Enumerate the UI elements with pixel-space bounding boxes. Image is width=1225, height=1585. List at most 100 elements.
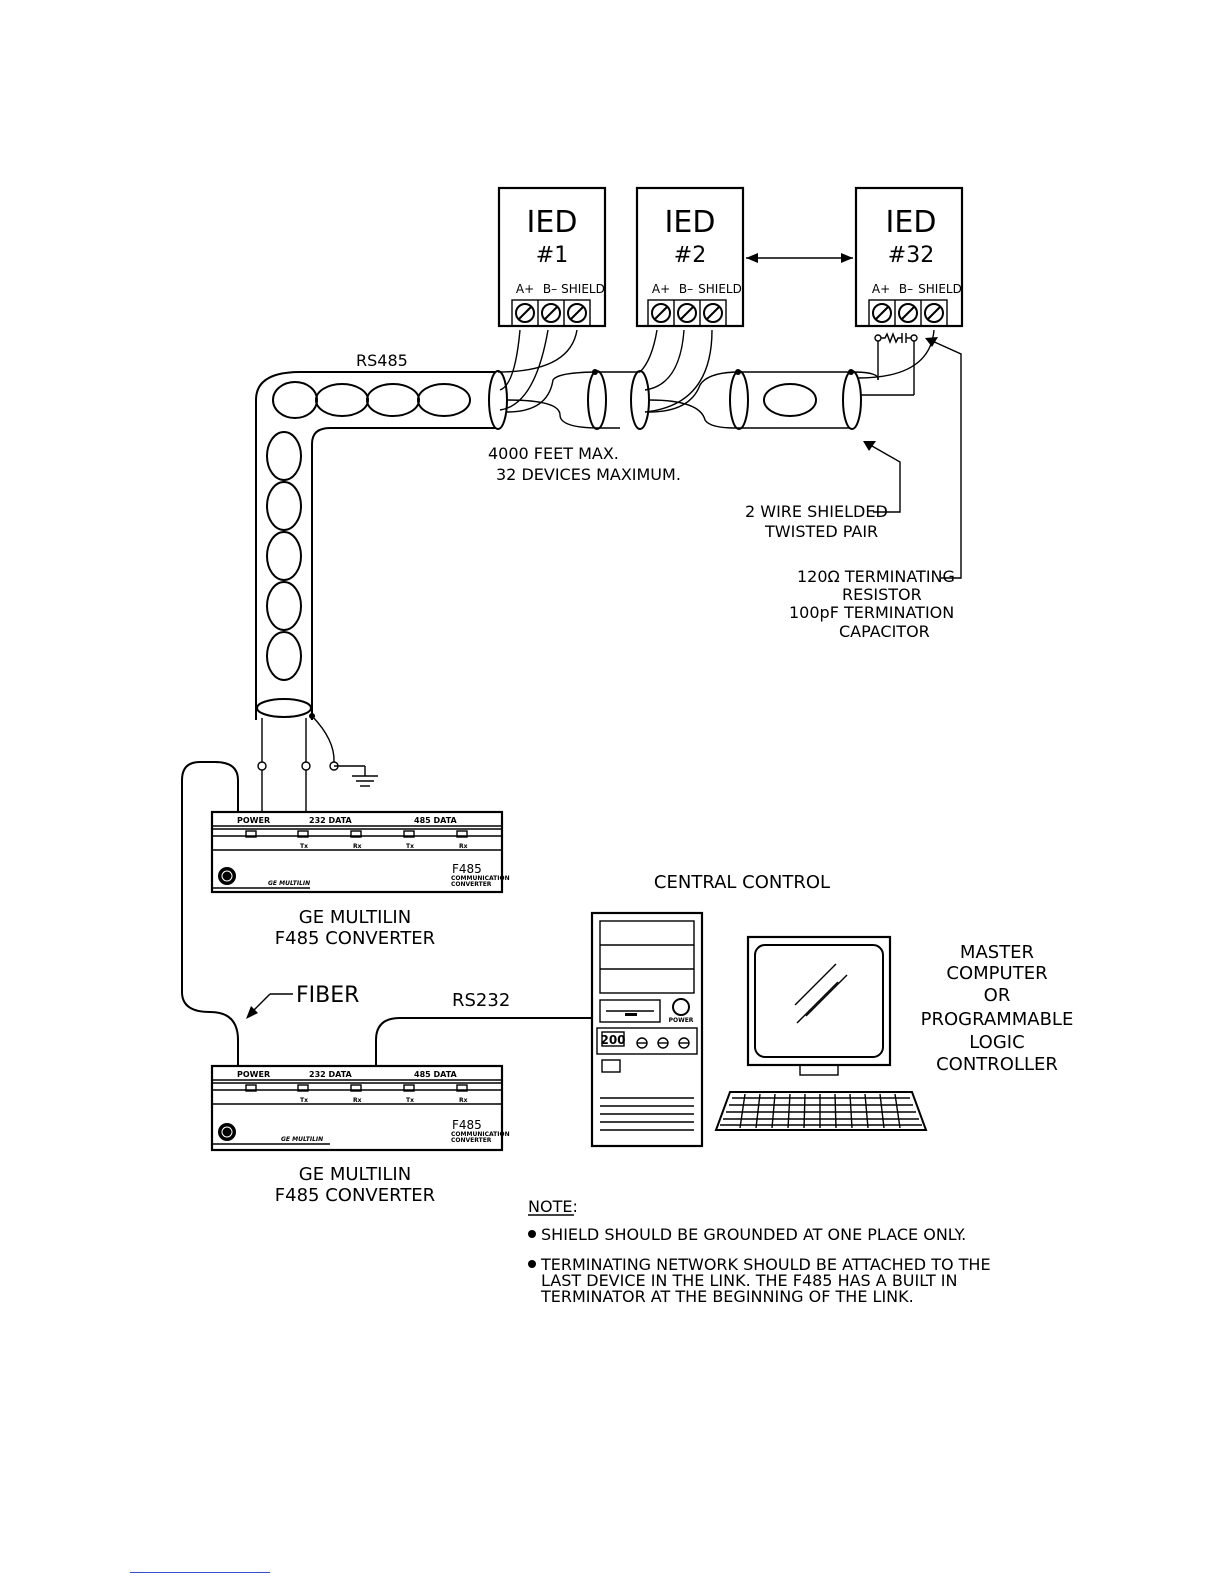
keyboard-icon: [714, 1091, 928, 1131]
converter-1-name-line1: GE MULTILIN: [299, 907, 411, 928]
ied-32: IED #32 A+ B– SHIELD: [854, 186, 964, 328]
footer-link-underline[interactable]: [130, 1572, 270, 1573]
ied-32-housing: [854, 186, 964, 328]
tower-drive-bays: [599, 920, 695, 994]
fiber-callout: [246, 993, 293, 1019]
converter-1-model-sub2: CONVERTER: [451, 881, 492, 888]
converter-2-model: F485: [452, 1118, 482, 1132]
ground-icon: [334, 765, 378, 787]
converter-1-power-led: [245, 830, 257, 838]
converter-1-model-sub1: COMMUNICATION: [451, 875, 510, 882]
converter-2-power-led: [245, 1084, 257, 1092]
ied-2: IED #2 A+ B– SHIELD: [635, 186, 745, 328]
converter-2-485-rx-label: Rx: [459, 1097, 468, 1104]
converter-2-232-rx-label: Rx: [353, 1097, 362, 1104]
ied-1-title: IED: [527, 205, 578, 240]
converter-1-232-tx-label: Tx: [300, 843, 308, 850]
termination-callout: [925, 337, 962, 579]
computer-monitor: [746, 935, 892, 1076]
converter-1-232-rx-label: Rx: [353, 843, 362, 850]
continuation-arrow: [746, 253, 853, 263]
converter-1-232-label: 232 DATA: [309, 816, 353, 825]
converter-2-brand: GE MULTILIN: [281, 1136, 323, 1143]
ied-32-title: IED: [886, 205, 937, 240]
note-bullet-2-line2: LAST DEVICE IN THE LINK. THE F485 HAS A …: [541, 1271, 957, 1290]
converter-2-485-tx-led: [403, 1084, 415, 1092]
f485-converter-1: POWER 232 DATA 485 DATA Tx Rx Tx Rx GE M…: [210, 810, 510, 894]
ied-2-terminal-b: B–: [679, 282, 693, 296]
master-label-line5: LOGIC: [969, 1032, 1024, 1053]
fiber-cable: [181, 761, 239, 1066]
converter-1-ge-logo-icon: [218, 867, 236, 885]
note-bullet-2-line3: TERMINATOR AT THE BEGINNING OF THE LINK.: [540, 1287, 914, 1306]
ied-2-terminal-a: A+: [652, 282, 670, 296]
termination-label-line3: 100pF TERMINATION: [789, 603, 954, 622]
converter-2-model-sub1: COMMUNICATION: [451, 1131, 510, 1138]
rs232-label: RS232: [452, 990, 510, 1011]
ied-2-screw-icons: [651, 303, 723, 323]
termination-label-line4: CAPACITOR: [839, 622, 930, 641]
converter-2-485-rx-led: [456, 1084, 468, 1092]
note-title: NOTE:: [528, 1197, 578, 1216]
ied-1-screw-icons: [515, 303, 587, 323]
ied-32-terminal-block: [868, 299, 948, 327]
tower-control-panel: [596, 1027, 698, 1055]
converter-1-485-rx-label: Rx: [459, 843, 468, 850]
converter-2-232-tx-label: Tx: [300, 1097, 308, 1104]
tower-housing: [590, 911, 704, 1148]
converter-2-485-label: 485 DATA: [414, 1070, 458, 1079]
converter-2-name-line1: GE MULTILIN: [299, 1164, 411, 1185]
converter-1-terminal-screws: [257, 761, 339, 812]
ied-1-terminal-block: [511, 299, 591, 327]
converter-2-232-rx-led: [350, 1084, 362, 1092]
ied-1-terminal-shield: SHIELD: [561, 282, 605, 296]
note-block: NOTE: SHIELD SHOULD BE GROUNDED AT ONE P…: [528, 1197, 991, 1306]
power-button-icon: [672, 998, 690, 1016]
master-label-line6: CONTROLLER: [936, 1054, 1058, 1075]
floppy-drive-icon: [599, 999, 661, 1023]
termination-network: [874, 332, 918, 395]
tower-vents: [600, 1097, 694, 1131]
rs485-label: RS485: [356, 351, 408, 370]
master-label-line2: COMPUTER: [946, 963, 1047, 984]
ied-1: IED #1 A+ B– SHIELD: [497, 186, 607, 328]
converter-1-485-label: 485 DATA: [414, 816, 458, 825]
tower-display-value: 200: [600, 1033, 625, 1047]
converter-1-485-tx-label: Tx: [406, 843, 414, 850]
converter-2-name-line2: F485 CONVERTER: [275, 1185, 435, 1206]
ied-2-terminal-block: [647, 299, 727, 327]
master-label-line1: MASTER: [960, 942, 1034, 963]
converter-1-model: F485: [452, 862, 482, 876]
ied-32-terminal-b: B–: [899, 282, 913, 296]
ied-2-terminal-shield: SHIELD: [698, 282, 742, 296]
ied-2-title: IED: [665, 205, 716, 240]
monitor-screen: [754, 944, 884, 1058]
monitor-stand: [799, 1064, 839, 1076]
rs485-cable: [255, 329, 935, 763]
note-bullet-icon: [528, 1260, 536, 1268]
distance-label-line1: 4000 FEET MAX.: [488, 444, 619, 463]
converter-2-232-label: 232 DATA: [309, 1070, 353, 1079]
converter-2-485-tx-label: Tx: [406, 1097, 414, 1104]
converter-2-model-sub2: CONVERTER: [451, 1137, 492, 1144]
cable-callout: [863, 441, 901, 513]
ied-2-number: #2: [674, 243, 706, 268]
f485-converter-2: POWER 232 DATA 485 DATA Tx Rx Tx Rx GE M…: [210, 1064, 510, 1152]
cable-label-line2: TWISTED PAIR: [764, 522, 878, 541]
ied-1-terminal-a: A+: [516, 282, 534, 296]
computer-tower: POWER 200: [590, 911, 704, 1148]
ied-1-housing: [497, 186, 607, 328]
master-label-line4: PROGRAMMABLE: [921, 1009, 1074, 1030]
note-bullet-1: SHIELD SHOULD BE GROUNDED AT ONE PLACE O…: [541, 1225, 966, 1244]
converter-1-485-tx-led: [403, 830, 415, 838]
ied-32-screw-icons: [872, 303, 944, 323]
converter-2-ge-logo-icon: [218, 1123, 236, 1141]
ied-32-number: #32: [888, 243, 934, 268]
termination-label-line2: RESISTOR: [842, 585, 922, 604]
termination-label-line1: 120Ω TERMINATING: [797, 567, 955, 586]
converter-1-485-rx-led: [456, 830, 468, 838]
cable-label-line1: 2 WIRE SHIELDED: [745, 502, 888, 521]
converter-2-232-tx-led: [297, 1084, 309, 1092]
fiber-label: FIBER: [296, 983, 359, 1008]
